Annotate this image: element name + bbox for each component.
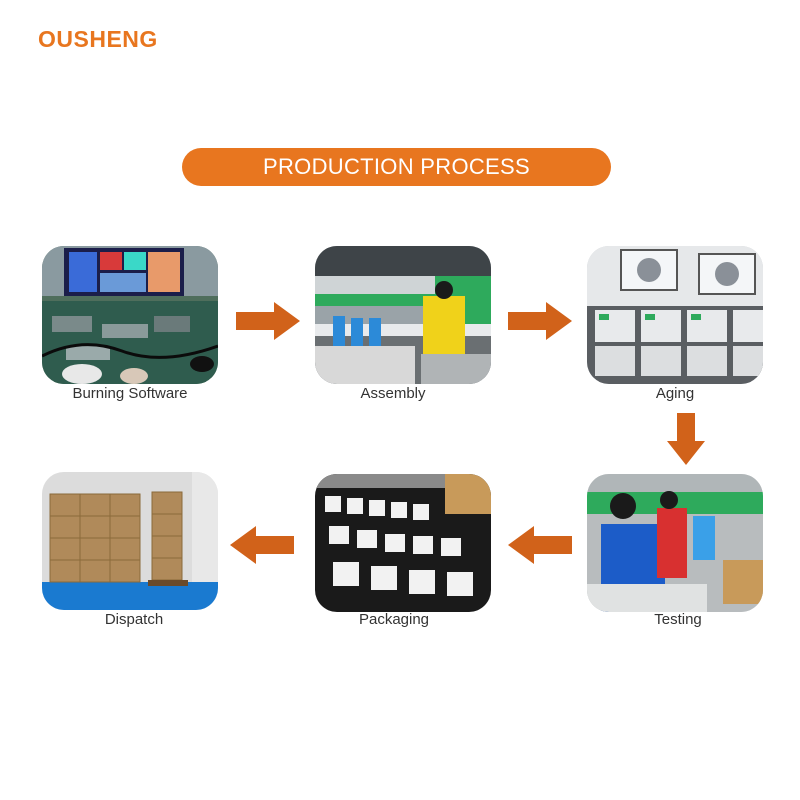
step-caption: Testing — [654, 611, 702, 628]
step-caption: Burning Software — [72, 385, 188, 402]
arrow-down-icon — [667, 413, 705, 465]
assembly-photo — [315, 246, 491, 384]
burning-software-photo — [42, 246, 218, 384]
arrow-right-icon — [508, 302, 572, 340]
step-caption: Dispatch — [104, 611, 164, 628]
arrow-left-icon — [508, 526, 572, 564]
step-caption: Aging — [655, 385, 695, 402]
page-title: PRODUCTION PROCESS — [263, 154, 530, 179]
arrow-left-icon — [230, 526, 294, 564]
packaging-photo — [315, 474, 491, 612]
arrow-right-icon — [236, 302, 300, 340]
step-caption: Packaging — [358, 611, 430, 628]
testing-photo — [587, 474, 763, 612]
title-banner: PRODUCTION PROCESS — [182, 148, 611, 186]
dispatch-photo — [42, 472, 218, 610]
brand-logo: OUSHENG — [38, 26, 158, 52]
aging-photo — [587, 246, 763, 384]
step-caption: Assembly — [360, 385, 426, 402]
